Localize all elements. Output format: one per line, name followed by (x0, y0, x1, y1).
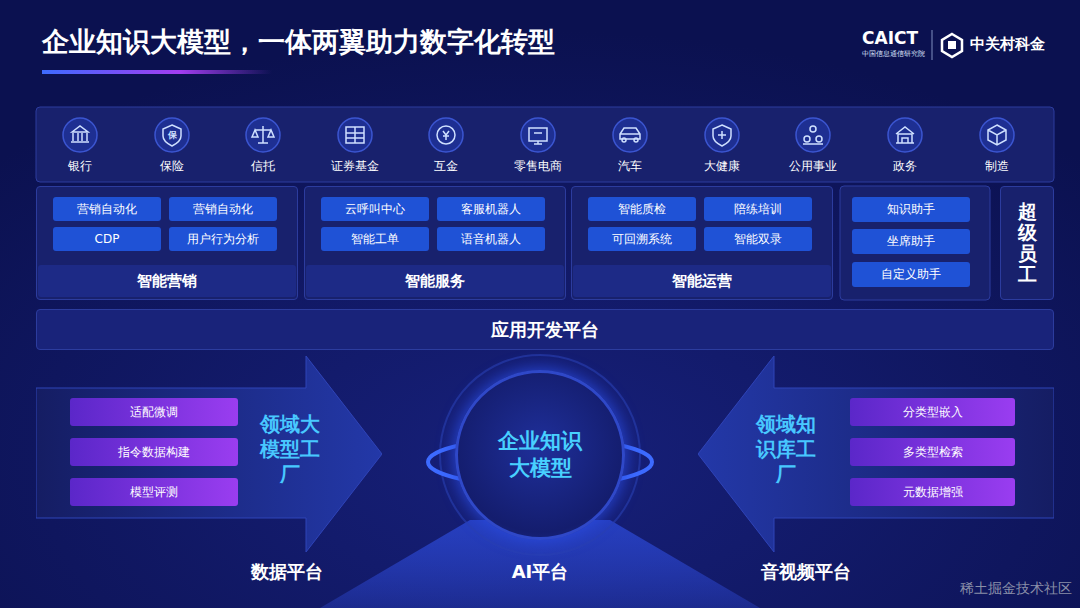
node-text: 适配微调 (130, 404, 178, 421)
super-staff-box: 超级员工 (1000, 186, 1054, 300)
left-arrow-panel: 领域大模型工厂 适配微调指令数据构建模型评测 (36, 356, 382, 552)
diagram-title: 企业知识大模型，一体两翼助力数字化转型 (42, 24, 555, 60)
platform-bar: 应用开发平台 (36, 309, 1054, 350)
function-box: 营销自动化 (169, 197, 277, 221)
industry-label: 信托 (251, 160, 275, 174)
node-text: 可回溯系统 (612, 231, 672, 248)
function-box: 智能工单 (321, 227, 429, 251)
group-panel: 智能运营 智能质检 陪练培训可回溯系统 智能双录 (571, 186, 833, 300)
factory-step-box: 多类型检索 (850, 438, 1015, 466)
node-text: 坐席助手 (887, 233, 935, 250)
node-text: 云呼叫中心 (345, 201, 405, 218)
node-text: 智能服务 (306, 265, 564, 297)
node-text: CDP (95, 232, 120, 246)
assistant-box: 知识助手 (852, 197, 970, 222)
platform-label: AI平台 (512, 562, 569, 583)
industry-label: 大健康 (704, 160, 740, 174)
industry-label: 零售电商 (514, 160, 562, 174)
node-text: 应用开发平台 (491, 318, 599, 342)
industry-band (36, 107, 1054, 182)
industry-label: 汽车 (618, 160, 642, 174)
function-box: 陪练培训 (704, 197, 812, 221)
node-text: 多类型检索 (903, 444, 963, 461)
factory-step-box: 适配微调 (70, 398, 238, 426)
node-text: 分类型嵌入 (903, 404, 963, 421)
node-text: 智能营销 (38, 265, 296, 297)
industry-label: 政务 (893, 160, 917, 174)
platform-label: 音视频平台 (761, 562, 851, 583)
function-box: 用户行为分析 (169, 227, 277, 251)
function-box: 智能质检 (588, 197, 696, 221)
industry-label: 银行 (68, 160, 92, 174)
node-text: 智能运营 (573, 265, 831, 297)
node-text: 自定义助手 (881, 266, 941, 283)
factory-step-box: 模型评测 (70, 478, 238, 506)
node-text: 企业知识大模型 (496, 428, 584, 483)
function-box: 语音机器人 (437, 227, 545, 251)
title-underline (42, 70, 272, 74)
node-text: 元数据增强 (903, 484, 963, 501)
node-text: 领域知识库工厂 (750, 412, 822, 487)
industry-label: 制造 (985, 160, 1009, 174)
node-text: 客服机器人 (461, 201, 521, 218)
node-text: 指令数据构建 (118, 444, 190, 461)
core-model-circle: 企业知识大模型 (455, 370, 625, 540)
right-arrow-panel: 领域知识库工厂 分类型嵌入多类型检索元数据增强 (698, 356, 1054, 552)
node-text: 领域大模型工厂 (254, 412, 326, 487)
logo-subtext: 中国信息通信研究院 (862, 50, 925, 58)
factory-step-box: 分类型嵌入 (850, 398, 1015, 426)
node-text: 知识助手 (887, 201, 935, 218)
industry-label: 互金 (434, 160, 458, 174)
assistant-box: 自定义助手 (852, 262, 970, 287)
node-text: 智能质检 (618, 201, 666, 218)
function-box: 营销自动化 (53, 197, 161, 221)
node-text: 语音机器人 (461, 231, 521, 248)
node-text: 陪练培训 (734, 201, 782, 218)
logo-text: 中关村科金 (970, 36, 1045, 53)
factory-step-box: 元数据增强 (850, 478, 1015, 506)
platform-label: 数据平台 (251, 562, 323, 583)
zgc-logo-icon (942, 34, 962, 57)
node-text: 用户行为分析 (187, 231, 259, 248)
node-text: 模型评测 (130, 484, 178, 501)
node-text: 超级员工 (1018, 201, 1037, 285)
industry-icons (63, 118, 1014, 152)
industry-label: 保险 (160, 160, 184, 174)
function-box: 可回溯系统 (588, 227, 696, 251)
industry-label: 公用事业 (789, 160, 837, 174)
group-panel: 智能营销 营销自动化 营销自动化 CDP 用户行为分析 (36, 186, 298, 300)
node-text: 营销自动化 (193, 201, 253, 218)
outer-ring (440, 355, 640, 555)
node-text: 营销自动化 (77, 201, 137, 218)
function-box: CDP (53, 227, 161, 251)
function-box: 云呼叫中心 (321, 197, 429, 221)
assistant-box: 坐席助手 (852, 229, 970, 254)
node-text: 智能双录 (734, 231, 782, 248)
factory-step-box: 指令数据构建 (70, 438, 238, 466)
assistant-panel (840, 186, 990, 300)
function-box: 客服机器人 (437, 197, 545, 221)
function-box: 智能双录 (704, 227, 812, 251)
logo-text: CAICT (862, 29, 918, 49)
watermark: 稀土掘金技术社区 (960, 580, 1072, 596)
industry-label: 证券基金 (331, 160, 379, 174)
icon-glyph: 保 (168, 130, 177, 140)
group-panel: 智能服务 云呼叫中心 客服机器人智能工单 语音机器人 (304, 186, 566, 300)
node-text: 智能工单 (351, 231, 399, 248)
